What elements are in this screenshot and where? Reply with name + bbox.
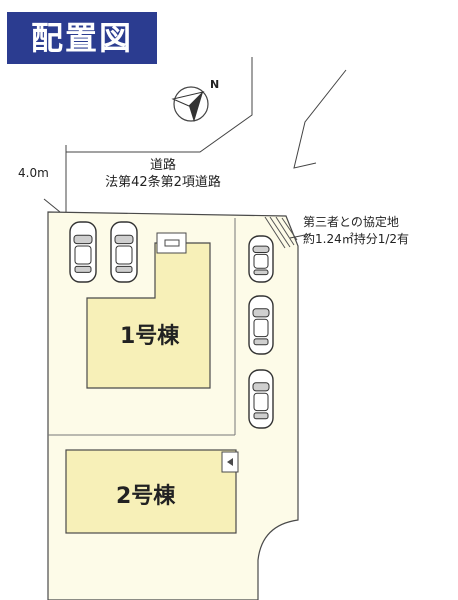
plot-dividers xyxy=(48,218,236,436)
compass-icon xyxy=(171,86,209,122)
car-icon xyxy=(69,221,97,283)
road-width-label: 4.0m xyxy=(18,166,49,180)
page-title: 配置図 xyxy=(7,12,157,64)
building-1 xyxy=(86,242,211,389)
shared-land-label: 第三者との協定地 約1.24㎡持分1/2有 xyxy=(303,214,409,248)
shared-land-line2: 約1.24㎡持分1/2有 xyxy=(303,232,410,246)
building-2 xyxy=(65,449,237,534)
building-1-label: 1号棟 xyxy=(120,324,180,349)
shared-land-hatch xyxy=(264,216,298,249)
shared-land-line1: 第三者との協定地 xyxy=(303,215,399,229)
building-1-entrance xyxy=(156,232,187,254)
surrounding-lines xyxy=(43,57,347,213)
car-icon xyxy=(110,221,138,283)
building-2-door-mark xyxy=(227,458,233,466)
car-icon xyxy=(248,295,274,355)
shared-land-leader xyxy=(289,233,311,239)
road-label: 道路 法第42条第2項道路 xyxy=(78,157,248,191)
building-1-step xyxy=(164,239,180,247)
road-legal-note: 法第42条第2項道路 xyxy=(105,175,221,190)
road-name: 道路 xyxy=(149,158,176,173)
car-icon xyxy=(248,235,274,283)
parking-cars xyxy=(69,221,274,429)
building-2-label: 2号棟 xyxy=(116,484,176,509)
car-icon xyxy=(248,369,274,429)
